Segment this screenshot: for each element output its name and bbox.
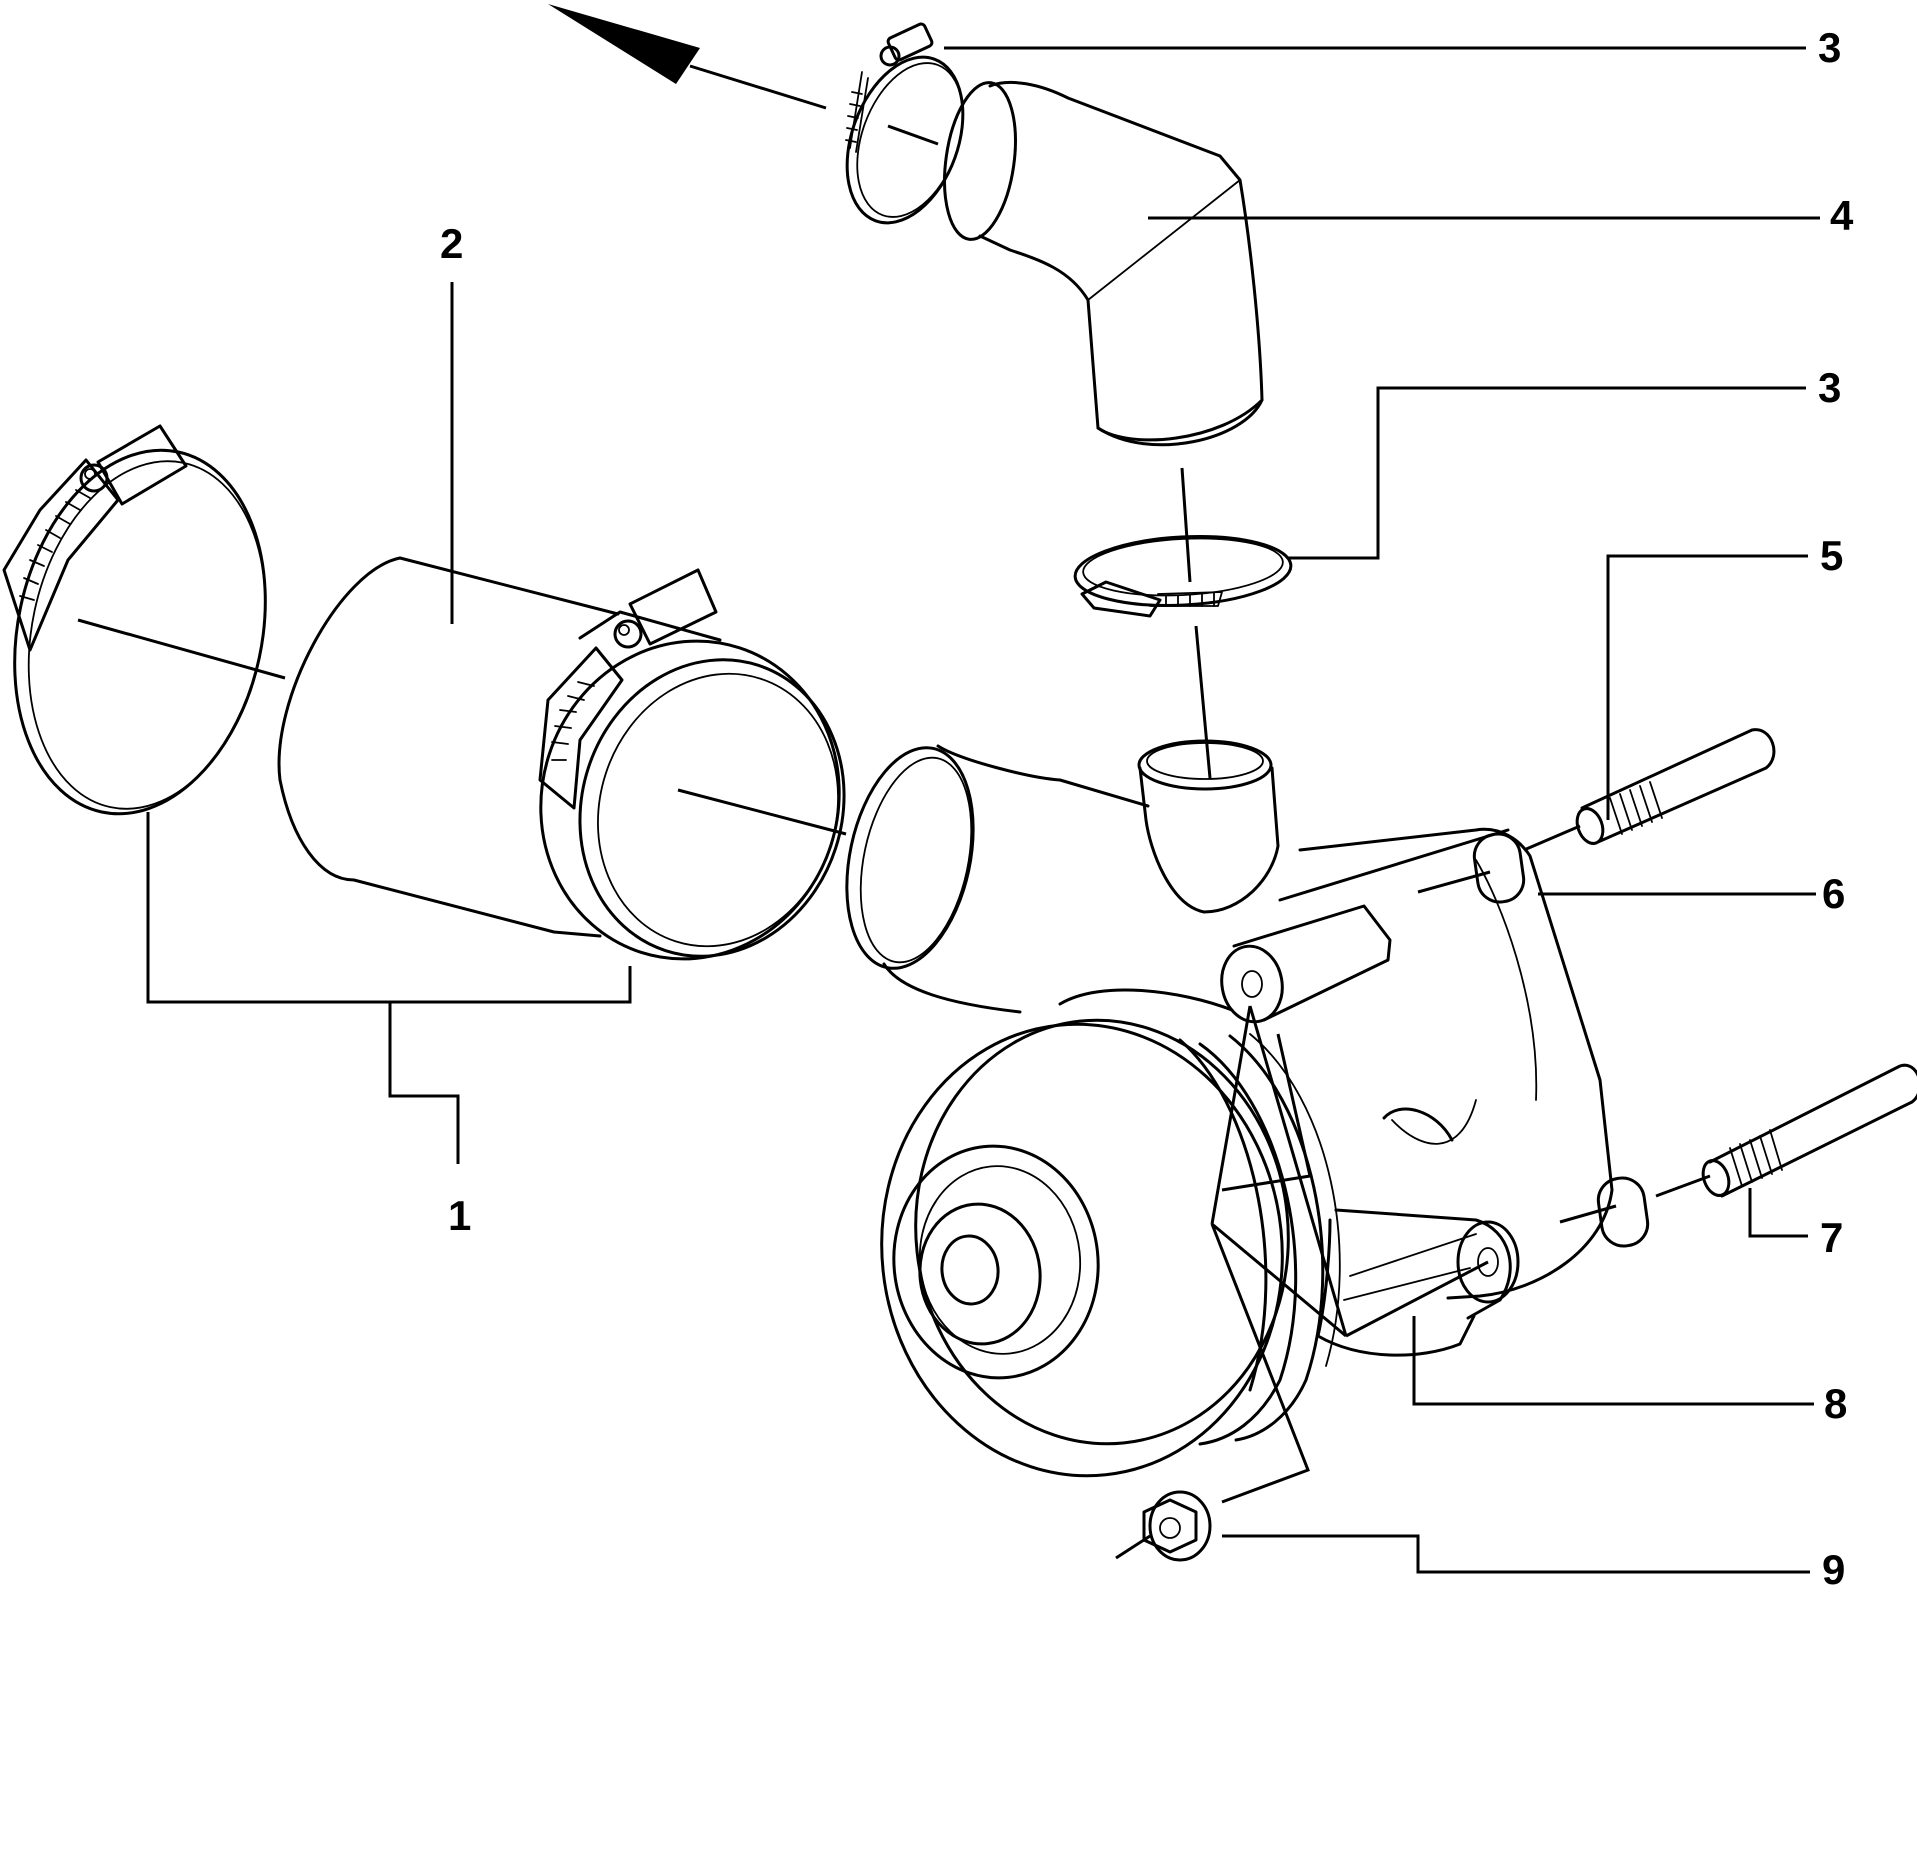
hose-clamp-left xyxy=(2,424,267,816)
callout-6: 6 xyxy=(1822,870,1845,917)
callout-2: 2 xyxy=(440,220,463,267)
callout-7: 7 xyxy=(1820,1214,1843,1261)
callout-5: 5 xyxy=(1820,532,1843,579)
stud-upper xyxy=(1417,728,1776,894)
elbow-hose xyxy=(943,80,1264,447)
callout-3-lower: 3 xyxy=(1818,364,1841,411)
hose-clamp-right xyxy=(538,568,847,961)
callout-8: 8 xyxy=(1824,1380,1847,1427)
nut-washer xyxy=(1115,1005,1489,1562)
stud-lower xyxy=(1559,1063,1917,1224)
hose-clamp-lower xyxy=(1073,467,1293,779)
callout-4: 4 xyxy=(1830,192,1854,239)
water-pump-body xyxy=(845,739,1650,1478)
leader-lines xyxy=(146,46,1820,1574)
flow-direction-arrow xyxy=(548,4,827,110)
air-filter-body xyxy=(77,556,620,938)
callout-labels: 1 2 3 3 4 5 6 7 8 9 xyxy=(440,24,1854,1593)
hose-clamp-upper xyxy=(845,22,965,225)
callout-1: 1 xyxy=(448,1192,471,1239)
callout-3-upper: 3 xyxy=(1818,24,1841,71)
callout-9: 9 xyxy=(1822,1546,1845,1593)
